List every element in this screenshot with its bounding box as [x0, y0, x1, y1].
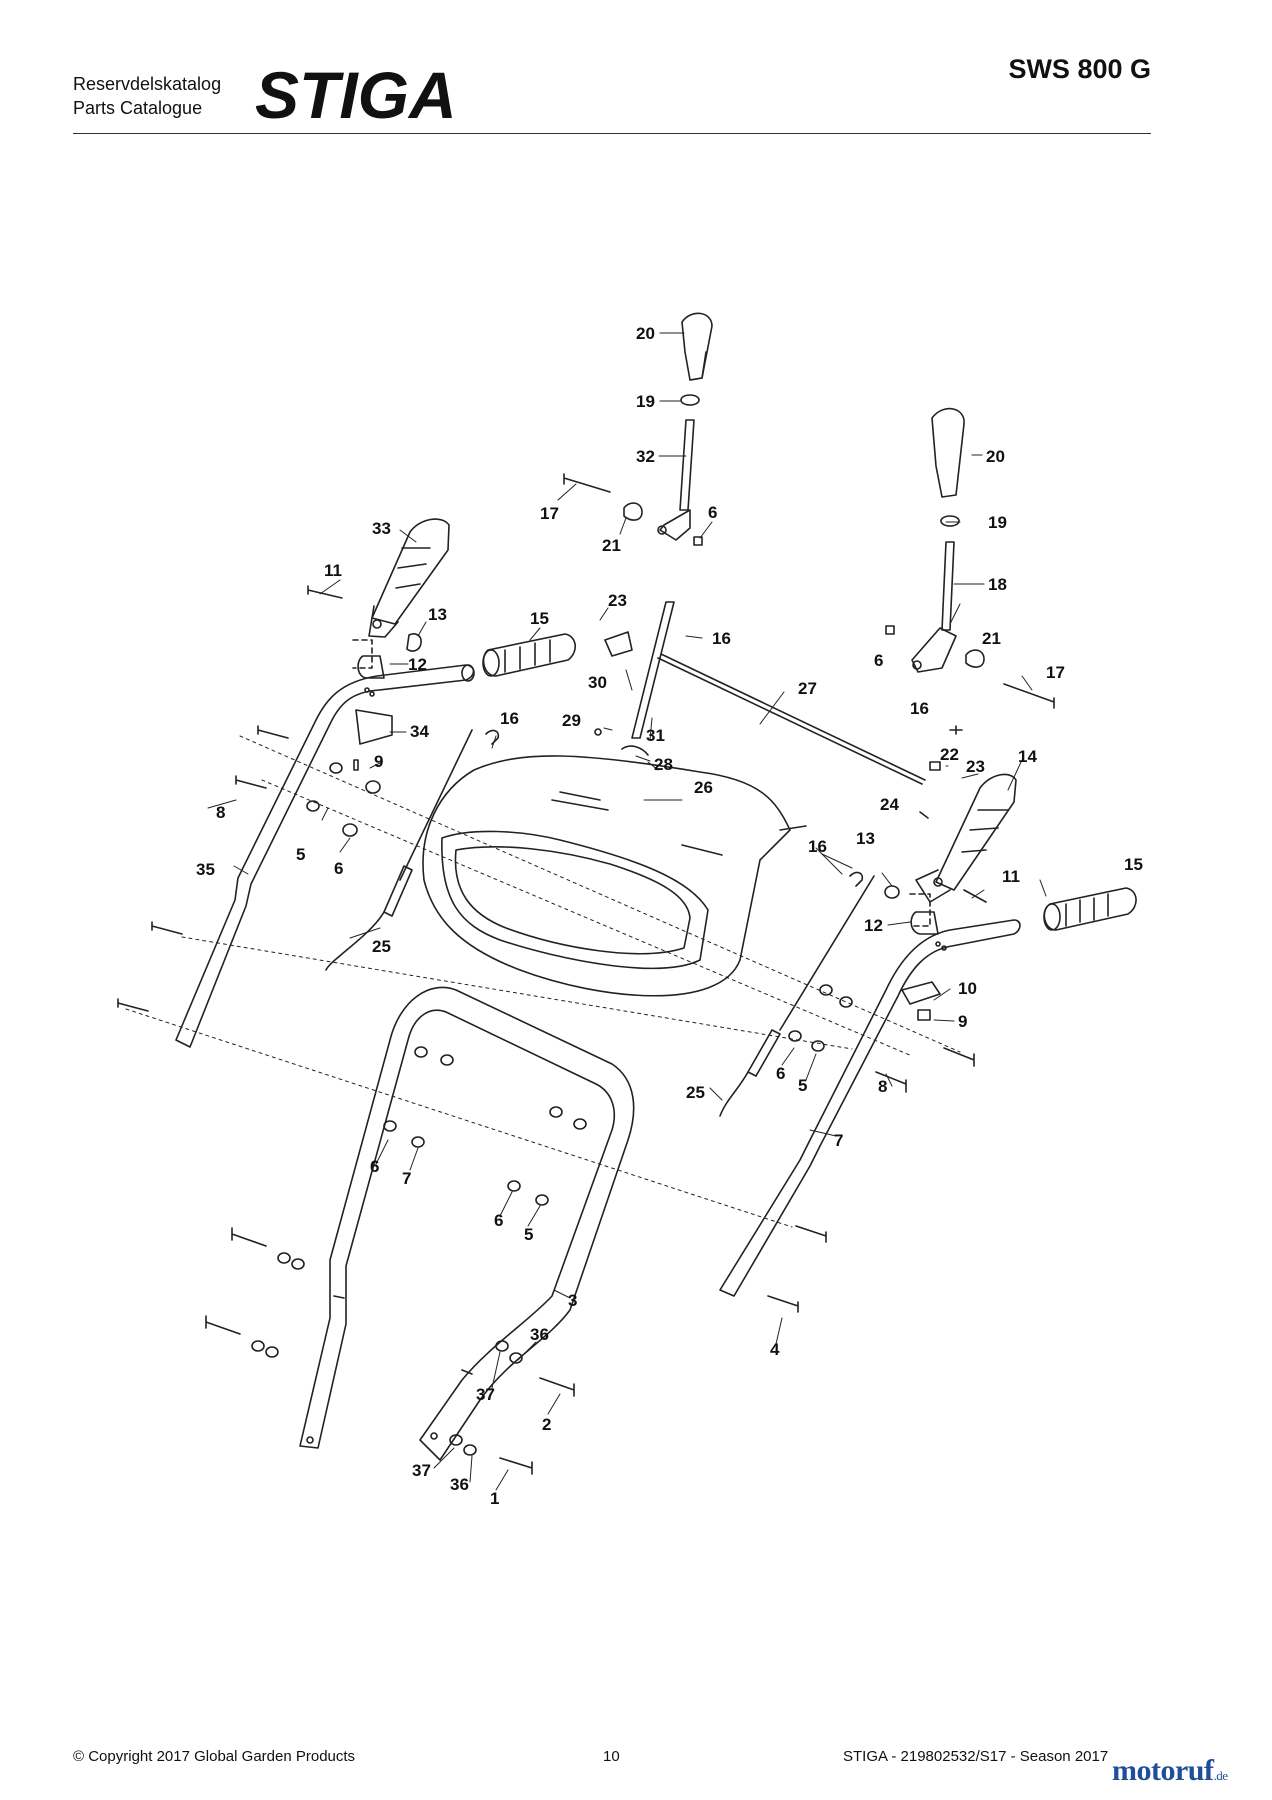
part-label: 8: [878, 1077, 887, 1096]
part-label: 5: [798, 1076, 807, 1095]
part-label: 21: [982, 629, 1001, 648]
model-name: SWS 800 G: [1008, 54, 1151, 84]
part-label: 11: [1002, 867, 1020, 886]
part-label: 6: [370, 1157, 379, 1176]
part-label: 20: [636, 324, 655, 343]
part-label: 17: [1046, 663, 1065, 682]
part-label: 35: [196, 860, 215, 879]
part-label: 25: [372, 937, 391, 956]
part-label: 9: [958, 1012, 967, 1031]
part-label: 5: [296, 845, 305, 864]
part-label: 12: [408, 655, 427, 674]
page-number: 10: [603, 1748, 620, 1765]
part-label: 18: [988, 575, 1007, 594]
part-label: 7: [402, 1169, 411, 1188]
part-label: 37: [476, 1385, 495, 1404]
part-label: 23: [966, 757, 985, 776]
part-label: 29: [562, 711, 581, 730]
part-label: 19: [636, 392, 655, 411]
part-label: 2: [542, 1415, 551, 1434]
lower-right-fasteners: [449, 1340, 575, 1475]
cross-rod-edge: [660, 653, 926, 781]
part-label: 36: [530, 1325, 549, 1344]
right-hand-grip: [1043, 887, 1137, 931]
part-label: 4: [770, 1340, 780, 1359]
part-label: 10: [958, 979, 977, 998]
part-label: 20: [986, 447, 1005, 466]
right-shift-lever: [885, 407, 1055, 709]
catalogue-title: Reservdelskatalog Parts Catalogue: [73, 72, 221, 120]
linkage-rod: [594, 601, 675, 756]
part-label: 28: [654, 755, 673, 774]
watermark-tld: .de: [1213, 1768, 1228, 1783]
part-label: 23: [608, 591, 627, 610]
part-label: 25: [686, 1083, 705, 1102]
part-label: 32: [636, 447, 655, 466]
catalogue-title-sv: Reservdelskatalog: [73, 74, 222, 94]
part-label: 6: [776, 1064, 785, 1083]
part-number-labels: 20 19 32 17 21 6 20 19 18 33 11 13 12 15…: [196, 324, 1143, 1508]
part-label: 3: [568, 1291, 577, 1310]
left-control-lever: [352, 518, 450, 679]
part-label: 15: [530, 609, 549, 628]
part-label: 8: [216, 803, 225, 822]
part-label: 34: [410, 722, 429, 741]
left-hand-grip: [482, 633, 576, 677]
control-panel-cover: [422, 755, 807, 997]
part-label: 13: [856, 829, 875, 848]
part-label: 26: [694, 778, 713, 797]
copyright-notice: © Copyright 2017 Global Garden Products: [73, 1748, 356, 1765]
part-label: 12: [864, 916, 883, 935]
lower-left-fasteners: [205, 1227, 305, 1358]
part-label: 9: [374, 752, 383, 771]
part-label: 17: [540, 504, 559, 523]
part-label: 19: [988, 513, 1007, 532]
part-label: 16: [712, 629, 731, 648]
part-label: 21: [602, 536, 621, 555]
leader-lines: [207, 332, 1047, 1491]
right-control-cable: [719, 871, 875, 1117]
part-label: 15: [1124, 855, 1143, 874]
part-label: 30: [588, 673, 607, 692]
part-label: 1: [490, 1489, 499, 1508]
part-label: 11: [324, 561, 342, 580]
alignment-lines: [125, 735, 961, 1228]
part-label: 16: [500, 709, 519, 728]
part-label: 36: [450, 1475, 469, 1494]
cross-rod: [657, 657, 923, 785]
bracket-34: [355, 709, 393, 745]
part-label: 13: [428, 605, 447, 624]
part-label: 37: [412, 1461, 431, 1480]
stiga-logo-text: STIGA: [255, 66, 457, 124]
part-label: 6: [494, 1211, 503, 1230]
right-upper-handle-bar: [719, 919, 1021, 1313]
right-control-lever: [884, 725, 1017, 935]
left-upper-handle-bar: [175, 664, 475, 1048]
left-control-cable: [325, 729, 500, 971]
diagram-drawing: [117, 312, 1137, 1491]
part-label: 33: [372, 519, 391, 538]
part-label: 6: [874, 651, 883, 670]
part-label: 6: [334, 859, 343, 878]
part-label: 5: [524, 1225, 533, 1244]
lower-handle-frame: [299, 986, 635, 1461]
part-label: 31: [646, 726, 665, 745]
header-rule: [73, 133, 1151, 134]
part-label: 16: [910, 699, 929, 718]
part-label: 22: [940, 745, 959, 764]
motoruf-watermark: motoruf.de: [1112, 1754, 1228, 1788]
left-side-fasteners: [117, 585, 381, 1012]
part-label: 6: [708, 503, 717, 522]
catalogue-title-en: Parts Catalogue: [73, 98, 203, 118]
part-label: 7: [834, 1131, 843, 1150]
watermark-main: motoruf: [1112, 1754, 1214, 1787]
center-shift-lever: [563, 312, 713, 546]
part-label: 14: [1018, 747, 1037, 766]
part-label: 16: [808, 837, 827, 856]
document-reference: STIGA - 219802532/S17 - Season 2017: [843, 1748, 1109, 1765]
stiga-logo: STIGA: [255, 66, 457, 124]
part-label: 24: [880, 795, 899, 814]
part-label: 27: [798, 679, 817, 698]
